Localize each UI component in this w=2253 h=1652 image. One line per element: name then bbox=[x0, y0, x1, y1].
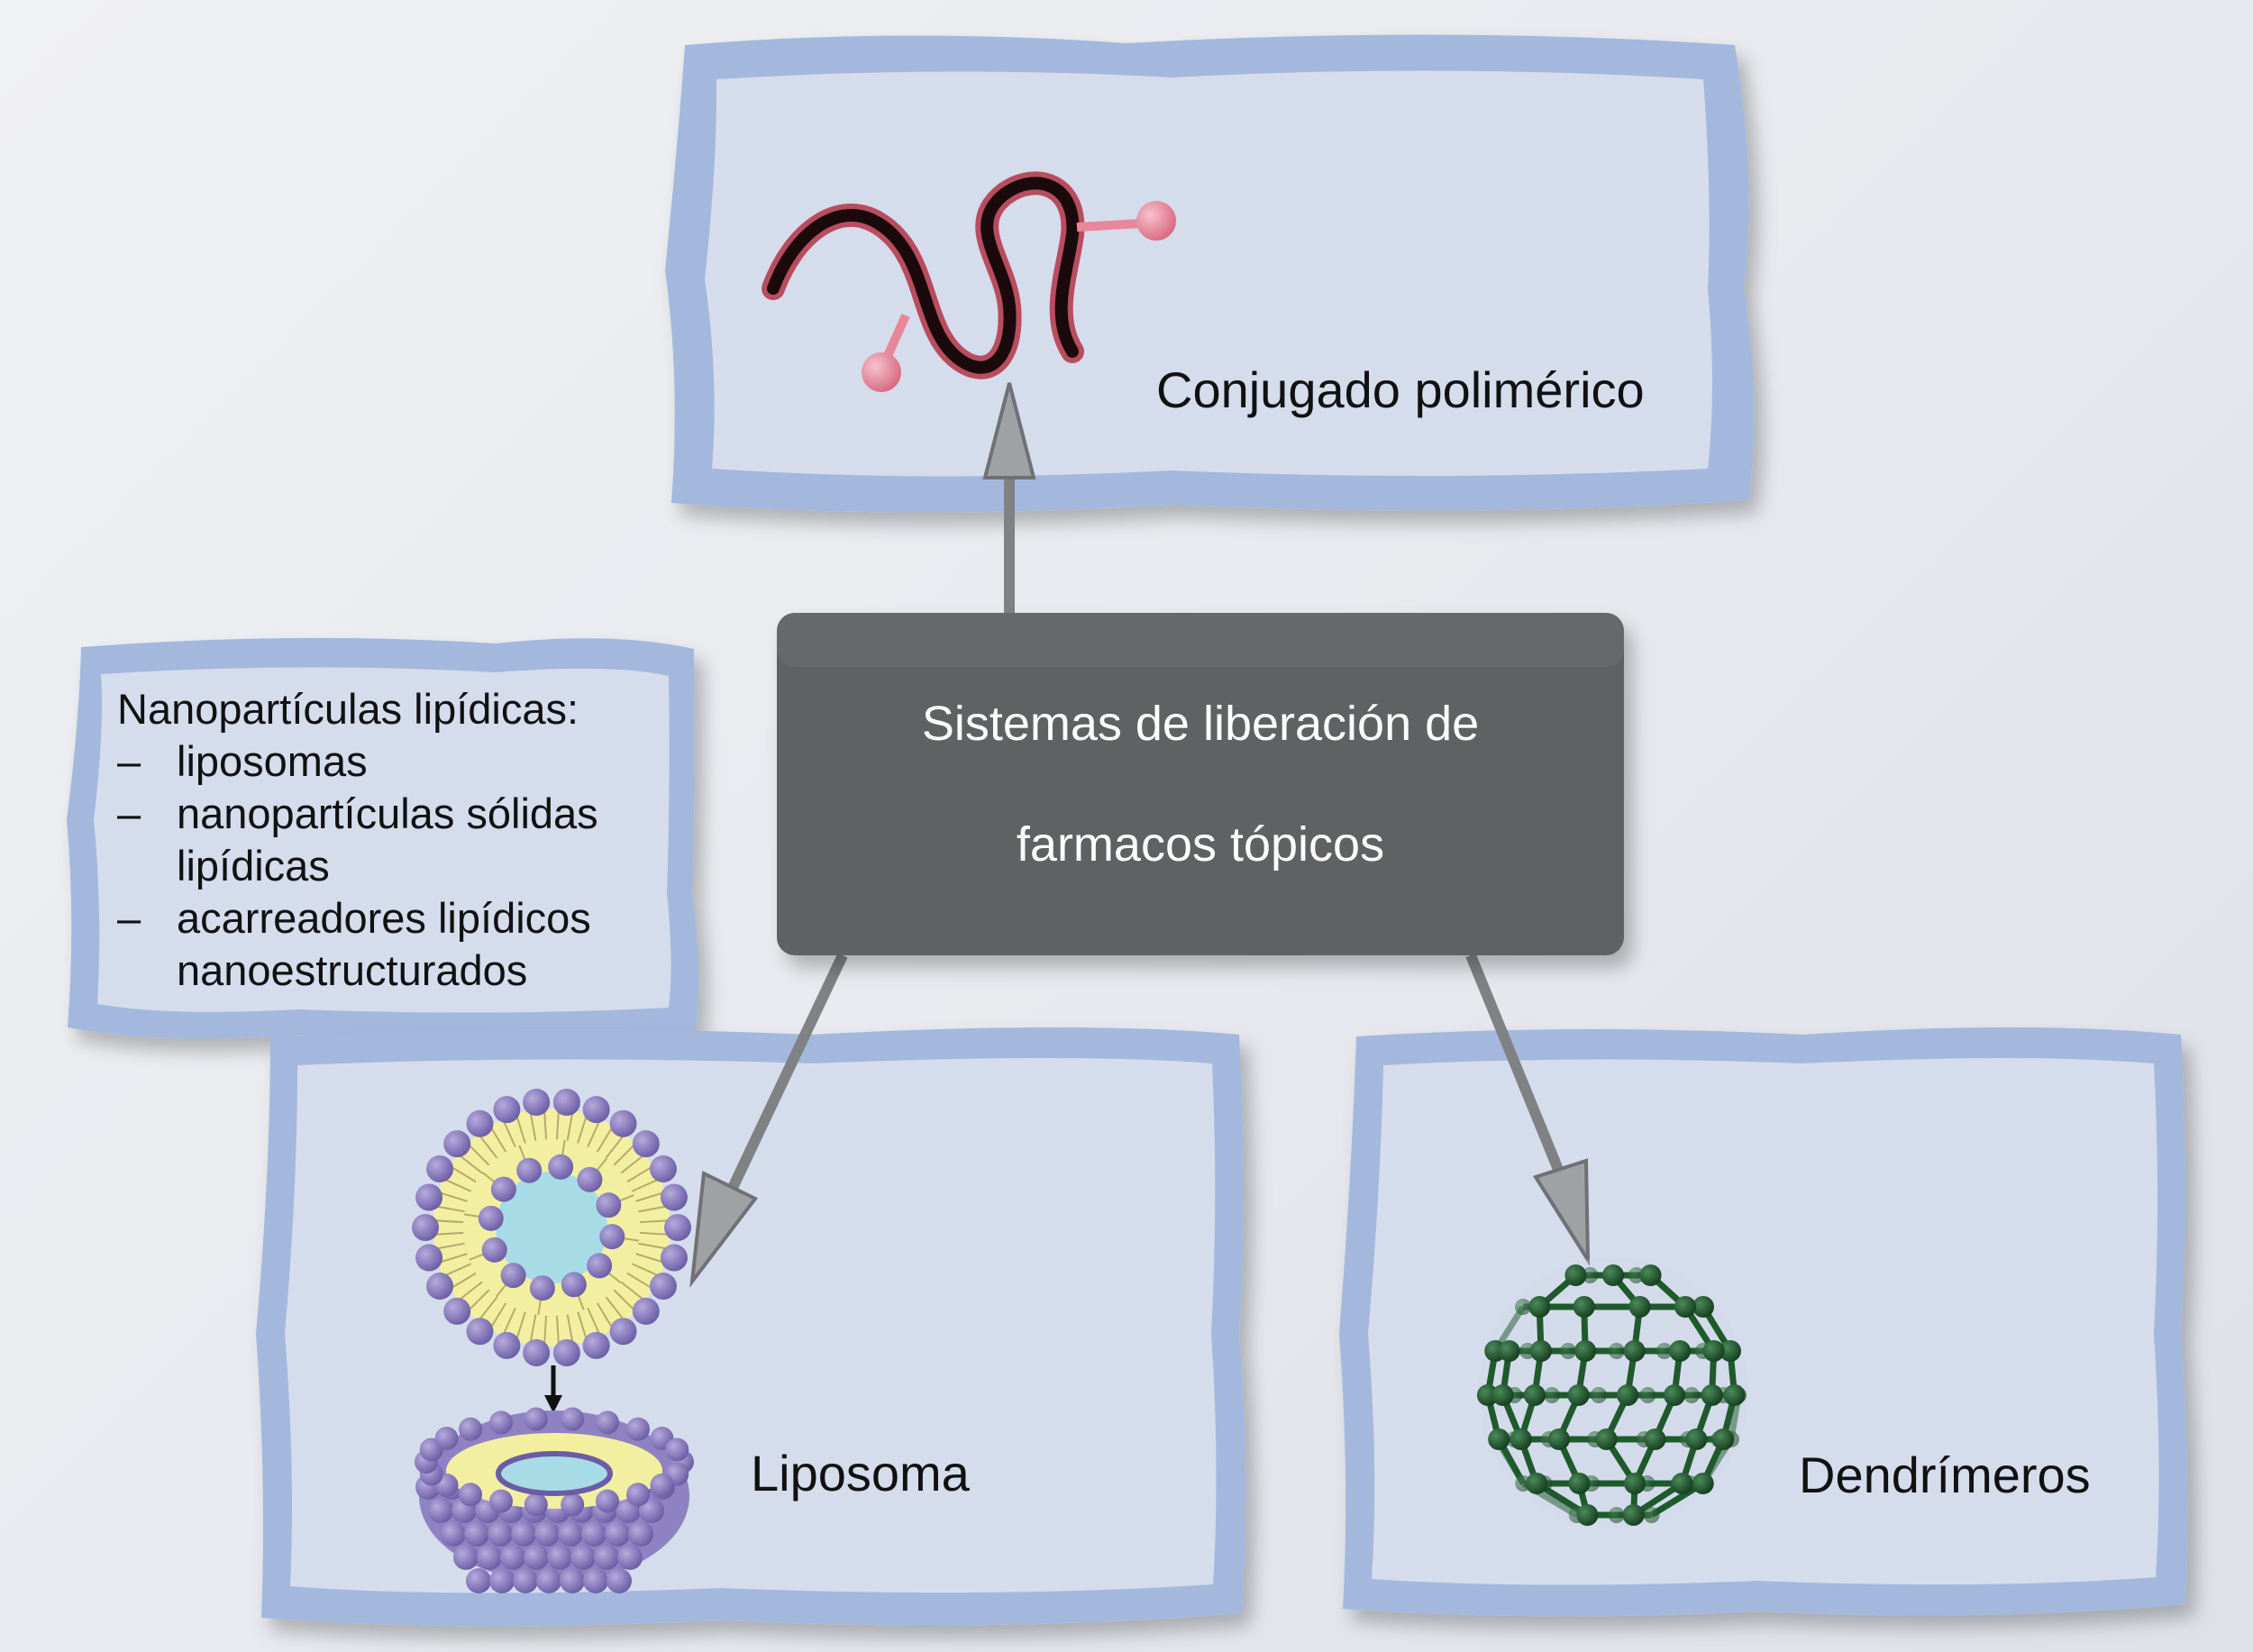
liposome-panel bbox=[256, 1027, 1246, 1627]
polymer-conjugate-icon bbox=[762, 171, 1176, 392]
dendrimer-icon bbox=[1476, 1257, 1748, 1528]
list-item-continuation: lipídicas bbox=[177, 842, 330, 890]
central-title: Sistemas de liberación de farmacos tópic… bbox=[777, 613, 1624, 955]
dendrimer-label: Dendrímeros bbox=[1799, 1447, 2091, 1503]
transition-arrow bbox=[544, 1365, 562, 1413]
list-item-continuation: nanoestructurados bbox=[177, 946, 528, 994]
lipid-nanoparticles-panel bbox=[67, 637, 699, 1040]
liposome-label: Liposoma bbox=[751, 1445, 970, 1501]
arrow-to-liposome bbox=[689, 953, 848, 1288]
list-item: acarreadores lipídicos bbox=[177, 894, 591, 942]
list-bullet: – bbox=[117, 737, 141, 785]
central-title-line-2: farmacos tópicos bbox=[1016, 817, 1385, 872]
arrow-to-dendrimer bbox=[1465, 953, 1591, 1267]
lipid-list-heading: Nanopartículas lipídicas: bbox=[117, 685, 579, 733]
central-box bbox=[777, 613, 1624, 955]
lipid-nanoparticles-list: Nanopartículas lipídicas: –liposomas –na… bbox=[117, 683, 598, 997]
liposome-3d-icon bbox=[415, 1407, 694, 1593]
list-item: nanopartículas sólidas bbox=[177, 789, 598, 837]
list-item: liposomas bbox=[177, 737, 368, 785]
arrow-to-polymer bbox=[982, 382, 1036, 613]
list-bullet: – bbox=[117, 789, 141, 837]
dendrimer-panel bbox=[1339, 1027, 2188, 1617]
polymer-conjugate-label: Conjugado polimérico bbox=[1156, 361, 1645, 418]
polymer-conjugate-panel bbox=[665, 34, 1755, 513]
list-bullet: – bbox=[117, 894, 141, 942]
liposome-icon bbox=[412, 1089, 691, 1366]
central-title-line-1: Sistemas de liberación de bbox=[921, 697, 1480, 751]
